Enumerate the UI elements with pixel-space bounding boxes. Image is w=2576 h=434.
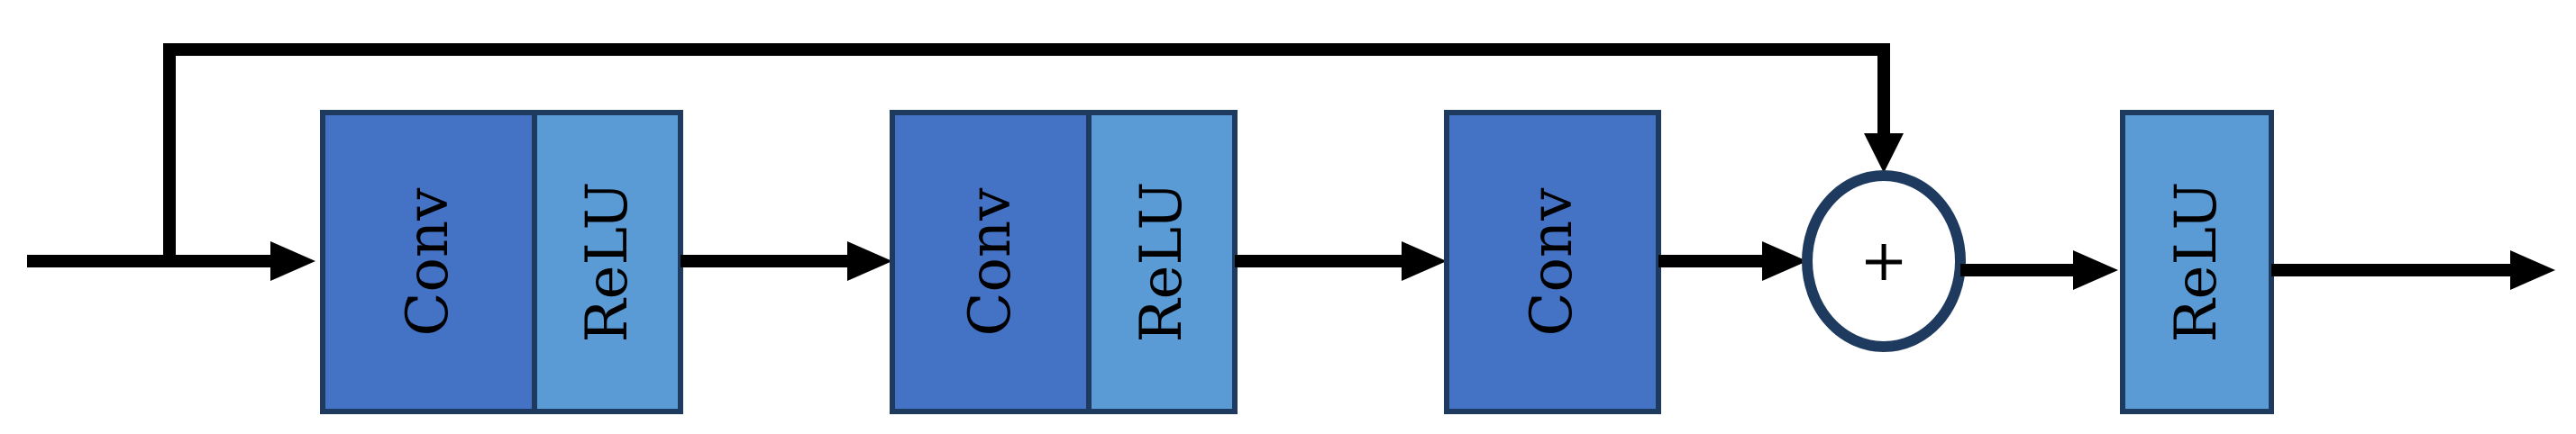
conv-block-1-label: Conv [395,188,461,337]
conv-block-2 [890,110,1092,414]
arrowhead-2 [1402,241,1447,281]
arrowhead-1 [847,241,892,281]
relu-block-3 [2120,110,2274,414]
relu-block-3-label: ReLU [2163,182,2230,343]
arrowhead-3 [1762,241,1807,281]
add-node-label: + [1859,228,1908,294]
relu-block-1-label: ReLU [574,182,641,343]
conv-block-3-label: Conv [1519,188,1585,337]
relu-block-2 [1086,110,1238,414]
conv-block-2-label: Conv [957,188,1024,337]
skip-connection-line [163,43,1890,261]
arrowhead-4 [2073,250,2118,290]
relu-block-2-label: ReLU [1128,182,1195,343]
skip-connection-arrowhead [1864,133,1904,173]
conv-block-1 [320,110,537,414]
output-arrowhead [2510,250,2555,290]
add-node [1802,170,1966,352]
input-arrowhead [270,241,315,281]
